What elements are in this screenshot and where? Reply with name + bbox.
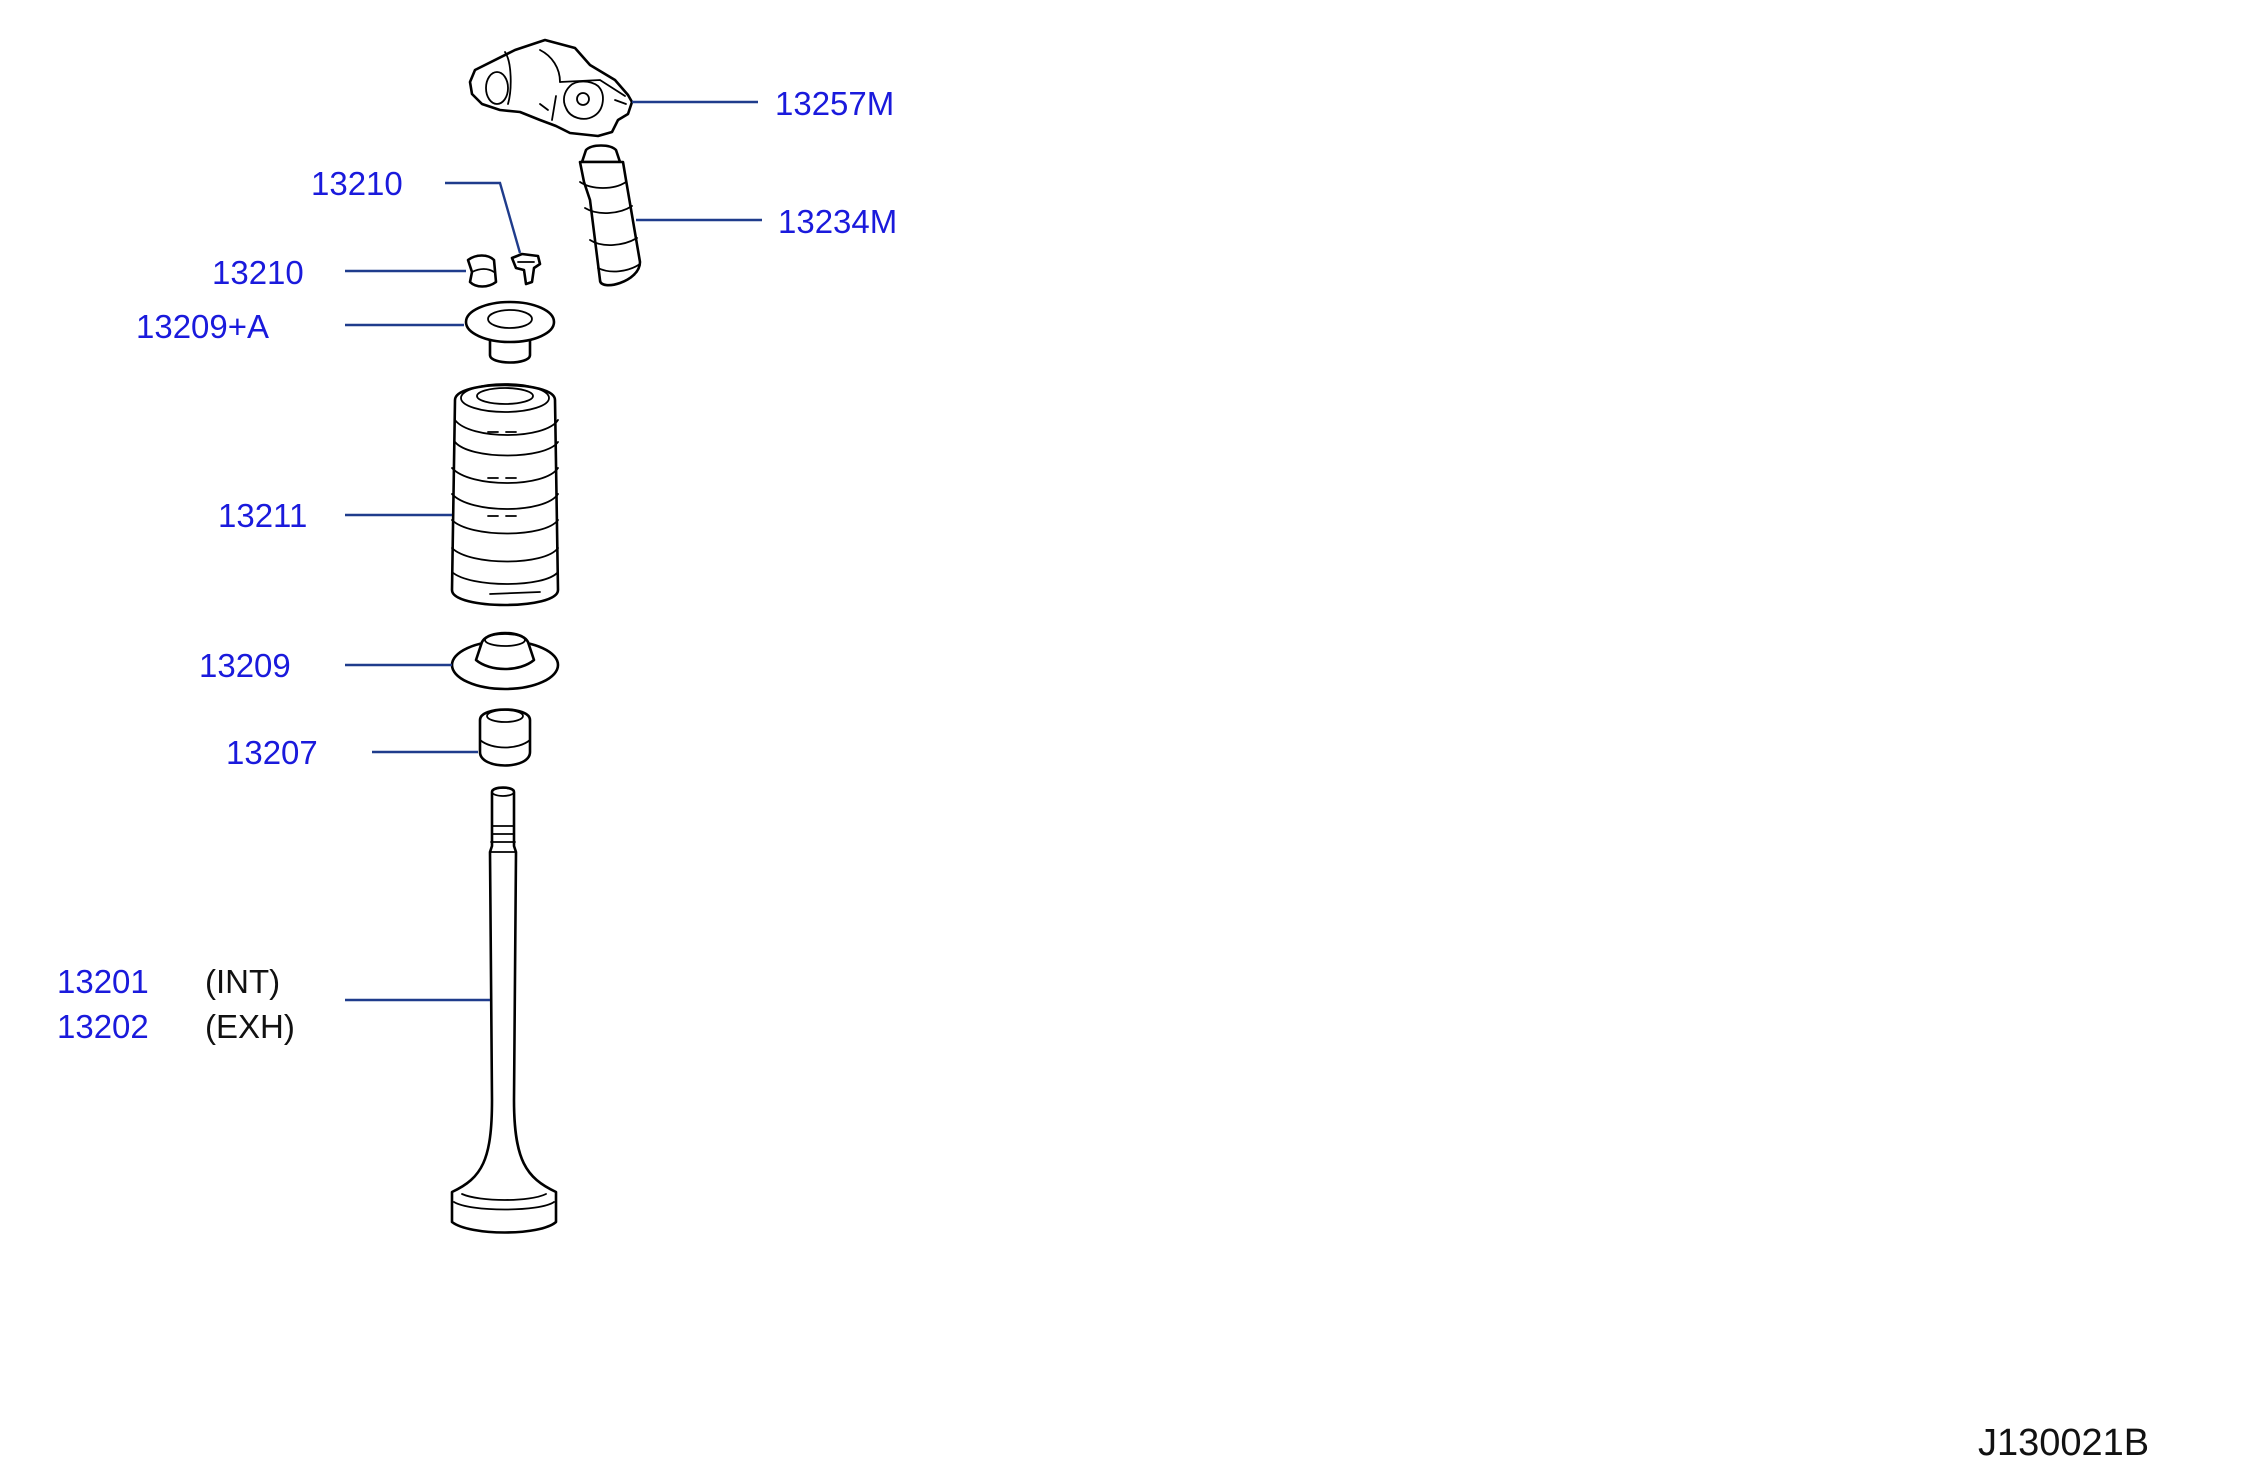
rocker-arm-drawing[interactable] xyxy=(468,38,634,138)
valve-drawing[interactable] xyxy=(450,786,558,1234)
callout-13210-lower[interactable]: 13210 xyxy=(212,254,304,291)
note-exh: (EXH) xyxy=(205,1008,295,1045)
leader-13210-upper xyxy=(445,181,522,254)
diagram-code: J130021B xyxy=(1978,1422,2149,1464)
lash-adjuster-drawing[interactable] xyxy=(578,144,642,287)
callout-13202[interactable]: 13202 xyxy=(57,1008,149,1045)
collet-upper-drawing[interactable] xyxy=(510,252,542,286)
callout-13210-upper[interactable]: 13210 xyxy=(311,165,403,202)
leader-lines xyxy=(345,100,762,1002)
valve-spring-drawing[interactable] xyxy=(450,383,560,607)
callout-13209a[interactable]: 13209+A xyxy=(136,308,269,345)
callout-13257m[interactable]: 13257M xyxy=(775,85,894,122)
callout-13211[interactable]: 13211 xyxy=(218,497,307,534)
callout-13207[interactable]: 13207 xyxy=(226,734,318,771)
valve-oil-seal-drawing[interactable] xyxy=(478,708,532,767)
callout-13209[interactable]: 13209 xyxy=(199,647,291,684)
spring-retainer-drawing[interactable] xyxy=(464,300,556,364)
callout-13201[interactable]: 13201 xyxy=(57,963,149,1000)
callout-13234m[interactable]: 13234M xyxy=(778,203,897,240)
spring-seat-drawing[interactable] xyxy=(450,631,560,691)
collet-lower-drawing[interactable] xyxy=(466,254,498,288)
note-int: (INT) xyxy=(205,963,280,1000)
